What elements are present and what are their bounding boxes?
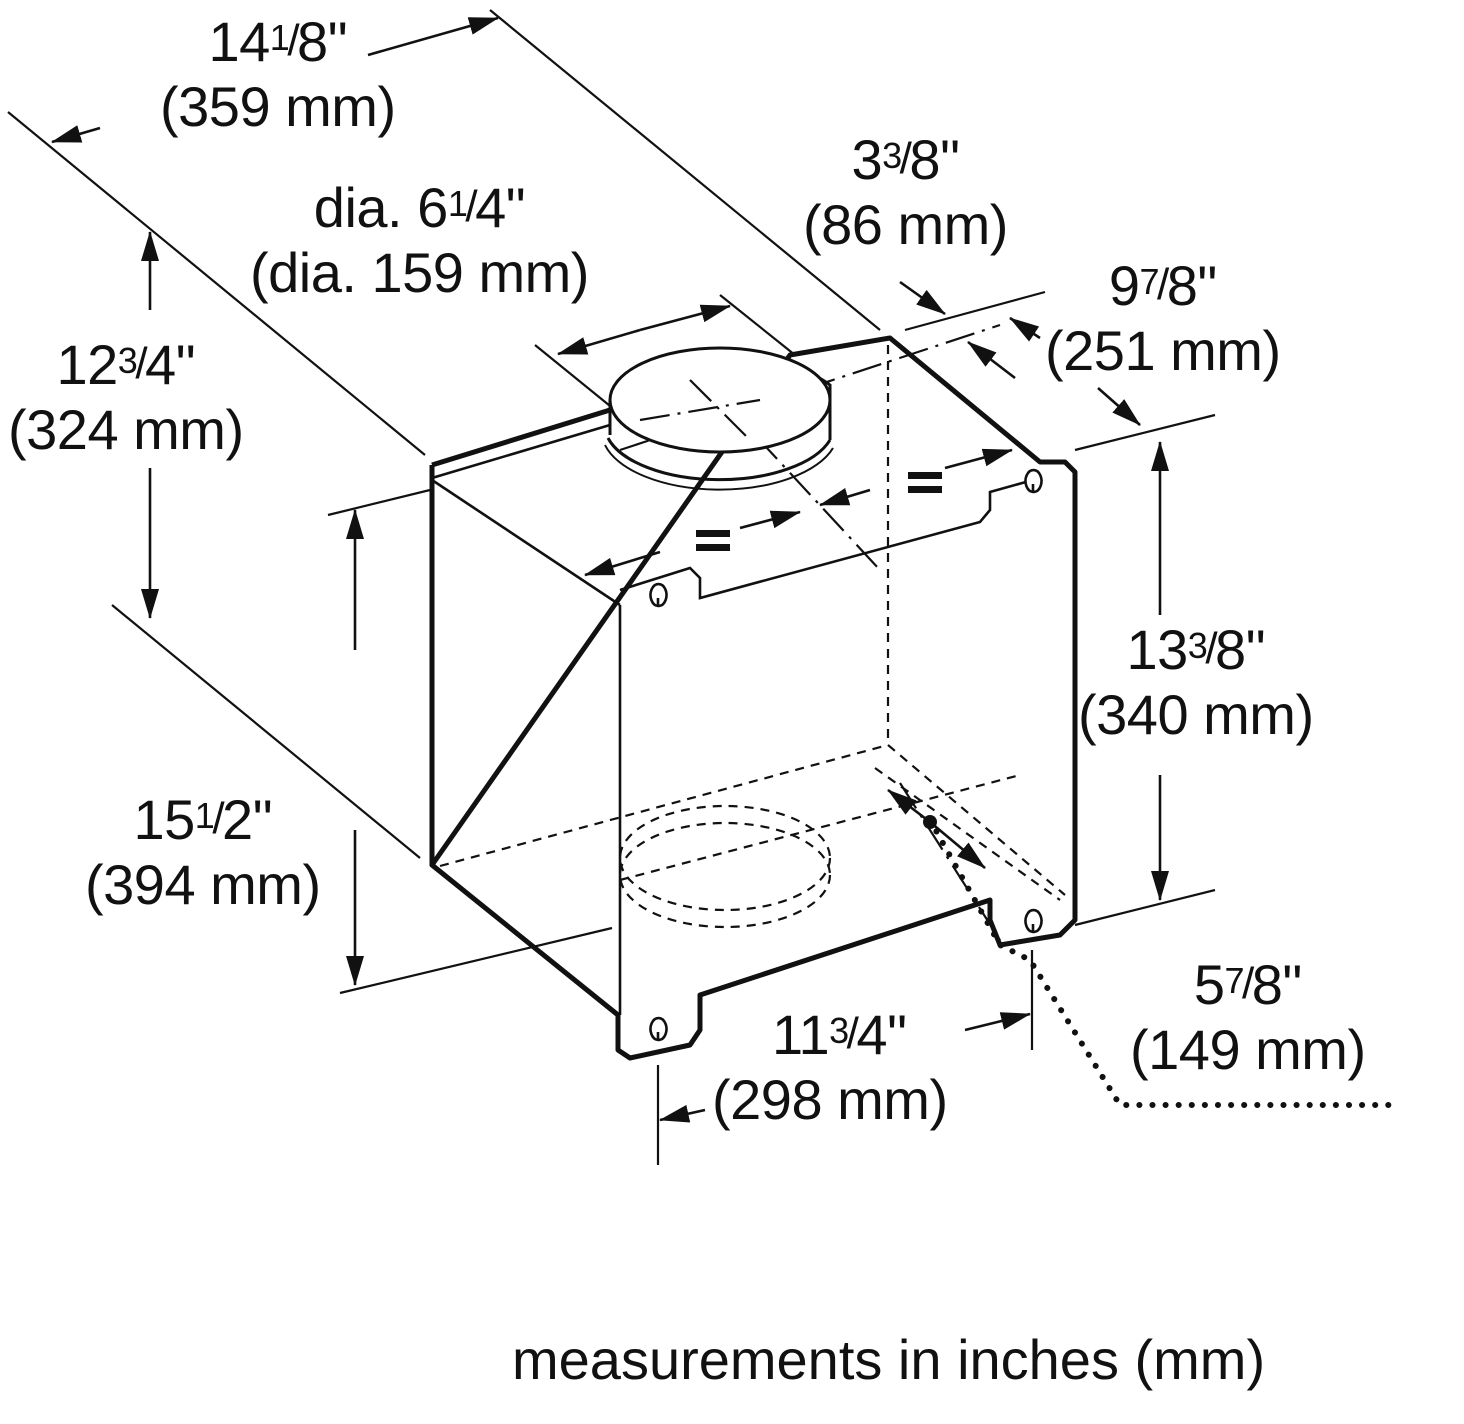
equal-marks — [696, 472, 942, 551]
dim-duct-diameter: dia. 61/4" (dia. 159 mm) — [250, 176, 589, 304]
dim-top-height: 123/4" (324 mm) — [8, 333, 244, 461]
box-outline — [429, 335, 1078, 1061]
dim-right-height: 133/8" (340 mm) — [1078, 618, 1314, 746]
dim-left-height: 151/2" (394 mm) — [85, 788, 321, 916]
dim-bottom-width: 113/4" (298 mm) — [712, 1003, 948, 1131]
duct-collar — [604, 346, 834, 491]
dim-collar-offset: 33/8" (86 mm) — [803, 128, 1008, 256]
dim-side-offset: 97/8" (251 mm) — [1045, 254, 1281, 382]
measurement-units-note: measurements in inches (mm) — [512, 1328, 1266, 1391]
extension-lines — [7, 9, 1216, 1165]
panel-edges — [431, 423, 1041, 1015]
dim-hole-spacing: 57/8" (149 mm) — [1130, 953, 1366, 1081]
dimension-arrows — [51, 16, 1169, 1123]
hidden-lines — [439, 345, 1066, 929]
keyhole-icons — [649, 468, 1043, 1042]
dim-depth-top: 141/8" (359 mm) — [160, 10, 396, 138]
